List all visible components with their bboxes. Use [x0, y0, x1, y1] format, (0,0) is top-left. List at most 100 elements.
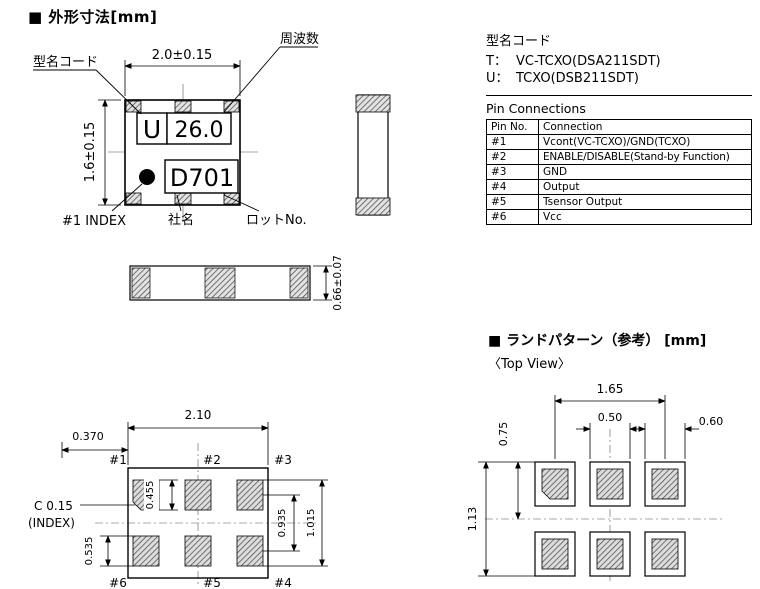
land-pad-6: [541, 538, 569, 570]
pin-connection: Vcont(VC-TCXO)/GND(TCXO): [538, 134, 752, 150]
pin-label-3: #3: [274, 453, 292, 467]
callout-frequency: 周波数: [280, 32, 319, 47]
top-view-label: 〈Top View〉: [488, 357, 571, 372]
model-code-heading: 型名コード: [486, 34, 552, 49]
callout-index: #1 INDEX: [62, 214, 126, 229]
table-header-row: Pin No. Connection: [486, 119, 752, 135]
pin-connections-table: Pin No. Connection #1 Vcont(VC-TCXO)/GND…: [486, 119, 752, 225]
dim-height-lines: [98, 99, 121, 206]
pin-label-5: #5: [203, 576, 221, 589]
pin-connection: Output: [538, 179, 752, 195]
pin-number: #5: [486, 194, 539, 210]
pin-label-2: #2: [203, 453, 221, 467]
callout-lot: ロットNo.: [246, 213, 307, 228]
dim-0_75-label: 0.75: [497, 422, 510, 447]
dim-1_65-label: 1.65: [597, 382, 624, 396]
pin-connections-heading: Pin Connections: [486, 101, 586, 116]
callout-model-code: 型名コード: [33, 54, 98, 70]
dim-0_60-label: 0.60: [699, 415, 724, 428]
model-code-row-t: T： VC-TCXO(DSA211SDT): [486, 53, 661, 70]
pad-4: [236, 535, 264, 567]
land-pad-4: [651, 538, 679, 570]
table-row: #4 Output: [486, 179, 752, 195]
marking-frequency: 26.0: [175, 118, 224, 143]
model-code-value-t: VC-TCXO(DSA211SDT): [516, 54, 661, 69]
outline-section-title: ■ 外形寸法[mm]: [28, 8, 158, 26]
dim-2_10-label: 2.10: [185, 408, 212, 422]
pin-connections-section: Pin Connections Pin No. Connection #1 Vc…: [486, 101, 752, 225]
pin-connection: GND: [538, 164, 752, 180]
pad-2: [184, 479, 212, 511]
marking-lot: D701: [170, 164, 234, 192]
dim-0_370-label: 0.370: [72, 430, 104, 443]
chamfer-label: C 0.15: [34, 499, 73, 513]
index-dot: [139, 169, 155, 185]
dim-0_455-label: 0.455: [145, 481, 156, 510]
dim-thickness-label: 0.66±0.07: [332, 255, 344, 311]
land-pads: [541, 468, 679, 570]
dim-height-label: 1.6±0.15: [83, 122, 98, 183]
pin-number: #6: [486, 209, 539, 225]
pin-label-4: #4: [274, 576, 292, 589]
land-pad-5: [596, 538, 624, 570]
land-pattern-drawing: 1.65 0.50 0.60 0.75 1.13: [466, 382, 725, 584]
bottom-view: [129, 265, 311, 301]
dim-0_75-lines: [478, 461, 535, 520]
marking-area: U 26.0 D701: [136, 112, 239, 194]
model-code-row-u: U： TCXO(DSB211SDT): [486, 70, 661, 87]
land-pad-3: [651, 468, 679, 500]
col-header-pin: Pin No.: [486, 119, 539, 135]
outline-drawing: U 26.0 D701 2.0±0.15 1.6±0.15 型名: [33, 32, 391, 311]
pin-number: #2: [486, 149, 539, 165]
model-code-label-t: T：: [486, 54, 507, 69]
model-code-label-u: U：: [486, 71, 509, 86]
table-row: #1 Vcont(VC-TCXO)/GND(TCXO): [486, 134, 752, 150]
dim-1_65-lines: [554, 395, 666, 459]
dim-width-label: 2.0±0.15: [152, 48, 213, 63]
callout-company: 社名: [168, 212, 194, 228]
table-row: #3 GND: [486, 164, 752, 180]
land-pad-1: [541, 468, 569, 500]
dim-0_935-label: 0.935: [277, 509, 288, 538]
model-code-value-u: TCXO(DSB211SDT): [516, 71, 639, 86]
pin-connection: ENABLE/DISABLE(Stand-by Function): [538, 149, 752, 165]
callout-leaders: [33, 46, 318, 212]
dim-0_370-lines: [61, 442, 129, 458]
dim-1_015-label: 1.015: [306, 509, 317, 538]
dim-0_935-lines: [263, 494, 300, 552]
pad-6: [132, 535, 160, 567]
land-section-title: ■ ランドパターン（参考） [mm]: [488, 333, 707, 349]
index-label: (INDEX): [28, 516, 75, 530]
dim-2_10-lines: [127, 422, 269, 465]
dim-width-lines: [124, 60, 241, 96]
dim-0_50-label: 0.50: [598, 411, 623, 424]
dim-1_13-label: 1.13: [466, 507, 479, 532]
dim-1_015-lines: [263, 479, 328, 567]
dim-1_13-lines: [478, 461, 535, 577]
table-row: #6 Vcc: [486, 209, 752, 225]
pin-number: #1: [486, 134, 539, 150]
footprint-drawing: #1 #2 #3 #6 #5 #4 2.10 0.370 0.455: [28, 408, 328, 589]
side-view: [355, 94, 391, 216]
dim-0_455-lines: [159, 479, 178, 511]
dim-0_535-lines: [100, 535, 133, 567]
pin-connection: Tsensor Output: [538, 194, 752, 210]
dim-0_535-label: 0.535: [84, 537, 95, 566]
dim-0_50-lines: [576, 423, 646, 459]
pin-label-1: #1: [109, 453, 127, 467]
model-code-section: 型名コード T： VC-TCXO(DSA211SDT) U： TCXO(DSB2…: [486, 30, 661, 87]
footprint-outline: [127, 467, 269, 579]
table-row: #5 Tsensor Output: [486, 194, 752, 210]
pin-number: #4: [486, 179, 539, 195]
pin-connection: Vcc: [538, 209, 752, 225]
land-pad-2: [596, 468, 624, 500]
table-row: #2 ENABLE/DISABLE(Stand-by Function): [486, 149, 752, 165]
col-header-connection: Connection: [538, 119, 752, 135]
dim-0_455-backing: [144, 477, 159, 513]
pin-label-6: #6: [109, 576, 127, 589]
pad-5: [184, 535, 212, 567]
dim-thickness-lines: [313, 265, 332, 301]
marking-model-char: U: [143, 115, 161, 144]
section-divider: [486, 95, 752, 96]
